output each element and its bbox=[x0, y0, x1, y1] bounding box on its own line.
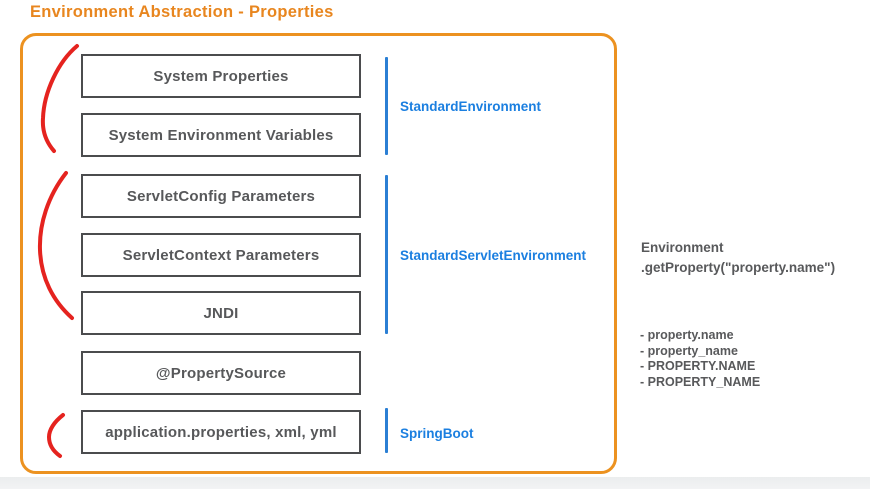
box-servletconfig-parameters-label: ServletConfig Parameters bbox=[126, 187, 316, 205]
group-label-springboot: SpringBoot bbox=[400, 426, 474, 441]
environment-note-line2: .getProperty("property.name") bbox=[641, 260, 836, 275]
box-servletcontext-parameters: ServletContext Parameters bbox=[81, 233, 361, 277]
box-system-properties: System Properties bbox=[81, 54, 361, 98]
box-jndi-label: JNDI bbox=[203, 304, 239, 322]
box-jndi: JNDI bbox=[81, 291, 361, 335]
bracket-line-standard-environment bbox=[385, 57, 388, 155]
variant-uppercase-dot-name: - PROPERTY.NAME bbox=[640, 359, 756, 373]
group-label-standard-servlet-environment: StandardServletEnvironment bbox=[400, 248, 587, 263]
box-system-properties-label: System Properties bbox=[153, 67, 289, 85]
variant-property-underscore-name: - property_name bbox=[640, 343, 738, 358]
environment-getproperty-note: Environment .getProperty("property.name"… bbox=[641, 238, 835, 278]
box-servletconfig-parameters: ServletConfig Parameters bbox=[81, 174, 361, 218]
environment-note-line1: Environment bbox=[641, 240, 724, 255]
box-propertysource-label: @PropertySource bbox=[155, 364, 287, 382]
bracket-line-springboot bbox=[385, 408, 388, 453]
bottom-strip bbox=[0, 477, 870, 489]
variant-uppercase-underscore-name: - PROPERTY_NAME bbox=[640, 374, 761, 389]
box-application-properties: application.properties, xml, yml bbox=[81, 410, 361, 454]
group-label-standard-environment: StandardEnvironment bbox=[400, 99, 542, 114]
variant-property-dot-name: - property.name bbox=[640, 328, 734, 342]
box-propertysource: @PropertySource bbox=[81, 351, 361, 395]
box-system-environment-variables: System Environment Variables bbox=[81, 113, 361, 157]
box-servletcontext-parameters-label: ServletContext Parameters bbox=[122, 246, 320, 264]
page-title: Environment Abstraction - Properties bbox=[30, 3, 334, 21]
bracket-line-standard-servlet-environment bbox=[385, 175, 388, 334]
box-application-properties-label: application.properties, xml, yml bbox=[105, 423, 337, 441]
property-name-variants: - property.name - property_name - PROPER… bbox=[640, 328, 760, 390]
box-system-environment-variables-label: System Environment Variables bbox=[108, 126, 334, 144]
